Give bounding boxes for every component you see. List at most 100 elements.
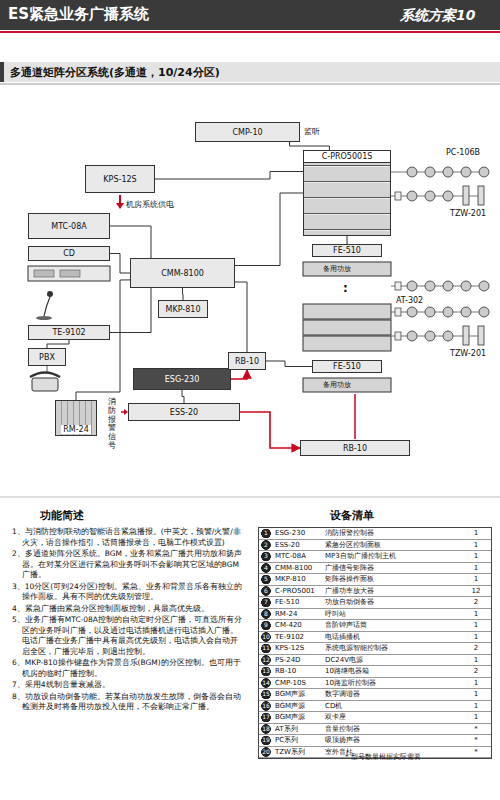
function-item: 2、多通道矩阵分区系统。BGM，业务和紧急广播共用功放和扬声器。在对某分区进行紧… <box>12 549 244 581</box>
relay-box: RB-10 <box>300 440 410 456</box>
table-cell: TZW系列 <box>273 747 323 759</box>
signal-label: 消防报警信号 <box>108 398 116 451</box>
power-controller: KPS-12S <box>85 165 155 193</box>
connector <box>290 142 330 150</box>
microphone-head <box>47 291 53 297</box>
table-cell: BGM声源 <box>273 701 323 713</box>
table-cell: 1 <box>461 540 491 552</box>
table-cell: 1 <box>461 563 491 575</box>
table-cell: 双卡座 <box>323 712 461 724</box>
power-label: 机房系统供电 <box>126 199 174 210</box>
volume-control <box>395 192 401 340</box>
device-label: CMP-10 <box>232 128 262 137</box>
cd-player: CD <box>28 246 110 261</box>
function-item: 4、紧急广播由紧急分区控制面板控制，具最高优先级。 <box>12 604 244 615</box>
table-cell: C-PRO5001 <box>273 586 323 598</box>
table-cell: 1 <box>461 632 491 644</box>
callout-number: 20 <box>259 747 273 759</box>
table-cell: 10路监听控制器 <box>323 678 461 690</box>
function-item: 8、功放设自动倒备功能。若某自动功放发生故障，倒备器会自动检测并及时将备用功放投… <box>12 692 244 713</box>
speaker-label: TZW-201 <box>450 209 486 218</box>
tape-deck <box>28 266 110 281</box>
function-item: 6、MKP-810操作键盘作为背景音乐(BGM)的分区控制。也可用于机房的临时广… <box>12 658 244 679</box>
table-cell: 功放自动倒备器 <box>323 597 461 609</box>
table-cell: CD机 <box>323 701 461 713</box>
backup-switcher: FE-510 <box>312 360 382 373</box>
connector <box>266 361 312 367</box>
function-item: 7、采用4线制音量衰减器。 <box>12 680 244 691</box>
device-label: FE-510 <box>333 246 361 255</box>
callout-number: 16 <box>259 701 273 713</box>
callout-number: 18 <box>259 724 273 736</box>
table-cell: 消防报警控制器 <box>323 528 461 540</box>
matrix-box: CMM-8100 <box>130 258 235 288</box>
device-label: C-PRO5001S <box>304 151 390 163</box>
speaker-label: TZW-201 <box>450 349 486 358</box>
table-cell: 2 <box>461 666 491 678</box>
connector <box>182 288 184 300</box>
table-cell: 1 <box>461 609 491 621</box>
table-cell: 1 <box>461 551 491 563</box>
telephone-handset <box>30 373 60 378</box>
speaker-label: AT-302 <box>396 296 423 305</box>
table-cell: 12 <box>461 586 491 598</box>
function-list: 1、与消防控制联动的智能语音紧急播报。(中英文，预警/火警/非火灾，语音操作指引… <box>12 527 244 714</box>
table-cell: BGM声源 <box>273 712 323 724</box>
connector <box>182 390 184 403</box>
tape-slot <box>34 270 54 277</box>
callout-number: 9 <box>259 620 273 632</box>
ceiling-speaker <box>407 167 489 341</box>
table-cell: DC24V电源 <box>323 655 461 667</box>
continuation-mark: : <box>343 281 348 295</box>
rule <box>0 84 500 85</box>
table-cell: 1 <box>461 712 491 724</box>
microphone-stem <box>44 297 50 316</box>
table-cell: * <box>461 724 491 736</box>
table-cell: CMP-10S <box>273 678 323 690</box>
table-cell: 矩阵器操作面板 <box>323 574 461 586</box>
section-heading: 功能简述 <box>40 508 84 523</box>
device-label: MTC-08A <box>51 222 86 231</box>
callout-number: 7 <box>259 597 273 609</box>
connector <box>235 193 303 266</box>
microphone-base <box>36 316 52 320</box>
function-item: 5、业务广播有MTC-08A控制的自动定时分区广播，可直选所有分区的业务呼叫广播… <box>12 615 244 657</box>
connector <box>347 236 348 244</box>
callout-number: 15 <box>259 689 273 701</box>
connector <box>110 288 151 333</box>
device-label: ESS-20 <box>170 408 198 417</box>
subtitle-band <box>0 62 500 82</box>
equipment-table: 1ESG-230消防报警控制器12ESS-20紧急分区控制面板13MTC-08A… <box>258 527 492 759</box>
connector <box>231 370 247 379</box>
function-item: 1、与消防控制联动的智能语音紧急播报。(中英文，预警/火警/非火灾，语音操作指引… <box>12 527 244 548</box>
page-title: ES紧急业务广播系统 <box>8 5 149 24</box>
callout-number: 19 <box>259 735 273 747</box>
rack-unit: CMP-10 <box>195 122 300 142</box>
page-number: 系统方案10 <box>400 7 475 25</box>
wire <box>47 366 48 372</box>
table-cell: KPS-12S <box>273 643 323 655</box>
mp3-player: MTC-08A <box>28 213 110 239</box>
footnote: * 型号数量根据实际需要 <box>345 752 421 762</box>
table-cell: 数字调谐器 <box>323 689 461 701</box>
connector <box>110 254 130 274</box>
table-cell: 音阶钟声话筒 <box>323 620 461 632</box>
table-cell: 2 <box>461 643 491 655</box>
callout-number: 4 <box>259 563 273 575</box>
callout-number: 1 <box>259 528 273 540</box>
zone-panel: ESS-20 <box>128 403 240 421</box>
callout-number: 13 <box>259 666 273 678</box>
device-label: ESG-230 <box>165 375 200 384</box>
callout-number: 6 <box>259 586 273 598</box>
table-cell: 10路继电器箱 <box>323 666 461 678</box>
table-cell: ESS-20 <box>273 540 323 552</box>
table-cell: CM-420 <box>273 620 323 632</box>
signal-label: 监听 <box>304 126 320 137</box>
table-cell: MP3自动广播控制主机 <box>323 551 461 563</box>
table-cell: * <box>461 747 491 759</box>
telephone-body <box>32 378 58 391</box>
relay-wire <box>354 394 356 439</box>
table-cell: PC系列 <box>273 735 323 747</box>
table-cell: FE-510 <box>273 597 323 609</box>
connector <box>235 282 247 352</box>
